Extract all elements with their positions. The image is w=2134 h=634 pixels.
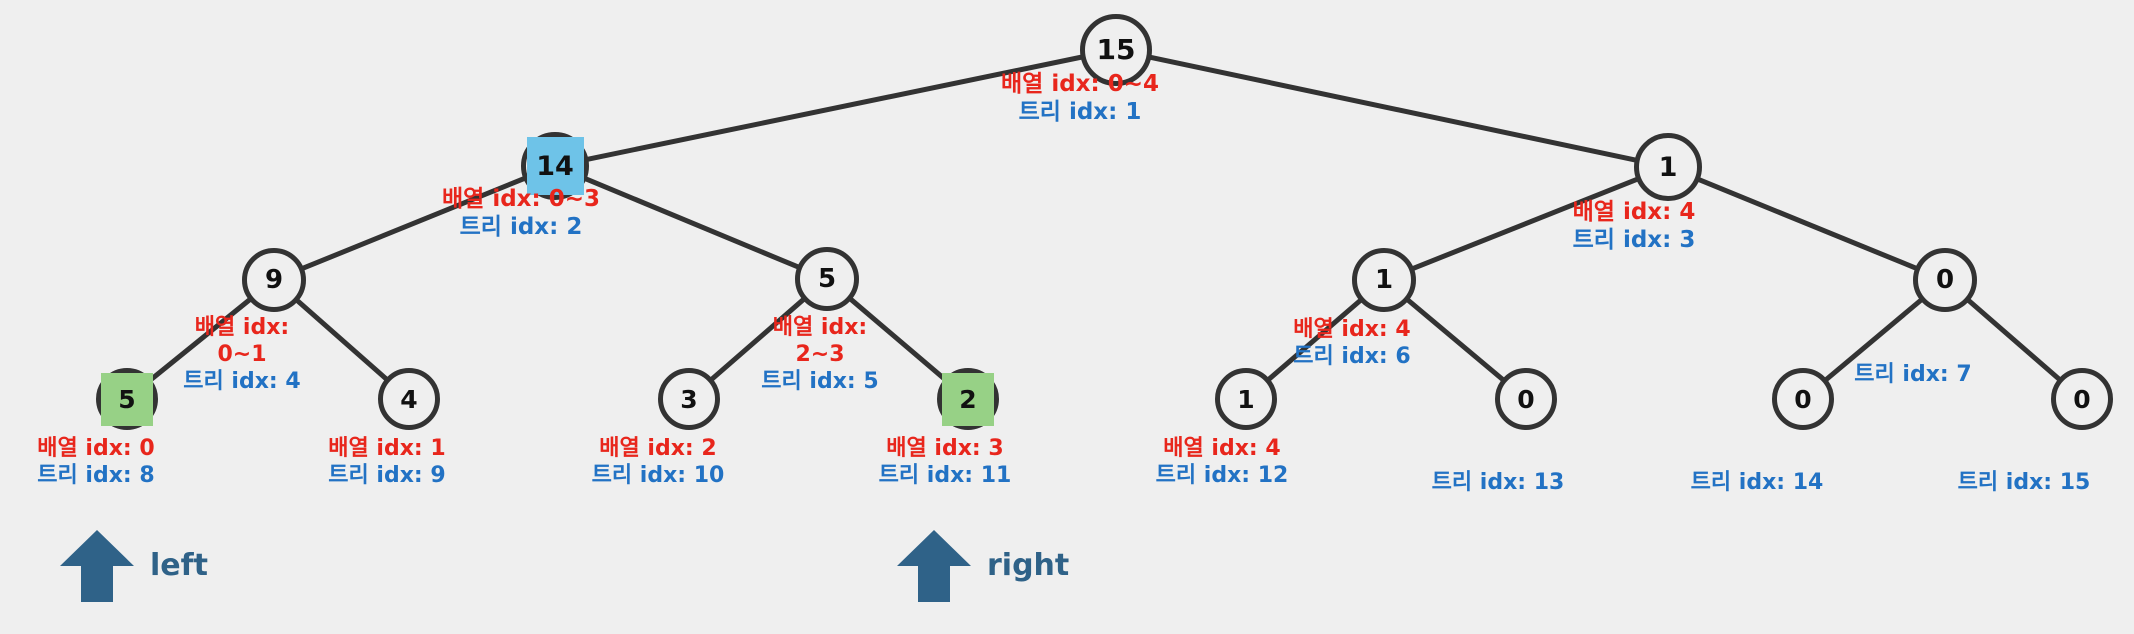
array-index-label: 배열 idx: 0~4 bbox=[1001, 71, 1159, 97]
tree-node-n15[interactable] bbox=[2051, 368, 2113, 430]
tree-index-label: 트리 idx: 12 bbox=[1155, 462, 1289, 488]
tree-index-label: 트리 idx: 3 bbox=[1572, 227, 1696, 254]
tree-index-label: 트리 idx: 10 bbox=[591, 462, 725, 488]
array-index-label: 배열 idx: 4 bbox=[1293, 317, 1411, 342]
tree-node-n10[interactable] bbox=[658, 368, 720, 430]
node-annotation: 트리 idx: 15 bbox=[1909, 470, 2134, 497]
node-value: 1 bbox=[1237, 384, 1255, 414]
node-value: 15 bbox=[1096, 33, 1136, 66]
up-arrow-icon bbox=[897, 530, 971, 602]
array-index-label: 배열 idx: 4 bbox=[1572, 199, 1696, 225]
array-index-label: 배열 idx: 1 bbox=[328, 436, 446, 461]
node-value: 0 bbox=[1935, 265, 1955, 295]
node-value: 9 bbox=[264, 265, 284, 295]
node-highlight-green bbox=[942, 372, 994, 426]
tree-node-n9[interactable] bbox=[378, 368, 440, 430]
tree-index-label: 트리 idx: 14 bbox=[1690, 470, 1824, 495]
array-index-label: 배열 idx: 0 bbox=[37, 436, 155, 461]
node-value: 0 bbox=[1517, 384, 1535, 414]
array-index-label: 배열 idx: 3 bbox=[886, 436, 1004, 461]
node-value: 2 bbox=[959, 384, 977, 414]
right-arrow-label: right bbox=[987, 548, 1070, 583]
node-value: 5 bbox=[817, 264, 837, 294]
array-index-label: 배열 idx: 2~3 bbox=[772, 315, 868, 367]
node-annotation: 트리 idx: 14 bbox=[1642, 470, 1872, 497]
tree-node-n3[interactable] bbox=[1634, 133, 1702, 201]
tree-index-label: 트리 idx: 4 bbox=[183, 368, 301, 394]
tree-node-n1[interactable] bbox=[1080, 14, 1152, 86]
array-index-label: 배열 idx: 0~3 bbox=[442, 186, 600, 212]
tree-index-label: 트리 idx: 13 bbox=[1431, 470, 1565, 495]
node-value: 5 bbox=[118, 384, 136, 414]
array-index-label: 배열 idx: 2 bbox=[599, 436, 717, 461]
node-value: 3 bbox=[680, 384, 698, 414]
tree-node-n4[interactable] bbox=[242, 248, 306, 312]
tree-index-label: 트리 idx: 1 bbox=[1018, 99, 1142, 126]
array-index-label: 배열 idx: 0~1 bbox=[194, 315, 290, 367]
tree-index-label: 트리 idx: 8 bbox=[37, 462, 155, 488]
tree-index-label: 트리 idx: 11 bbox=[878, 462, 1012, 488]
array-index-label: 배열 idx: 4 bbox=[1163, 436, 1281, 461]
up-arrow-icon bbox=[60, 530, 134, 602]
left-arrow-label: left bbox=[150, 548, 209, 583]
tree-index-label: 트리 idx: 9 bbox=[328, 462, 446, 488]
tree-index-label: 트리 idx: 2 bbox=[459, 214, 583, 241]
node-value: 0 bbox=[2073, 384, 2091, 414]
node-highlight-green bbox=[101, 372, 153, 426]
tree-index-label: 트리 idx: 7 bbox=[1854, 362, 1972, 387]
tree-node-n7[interactable] bbox=[1913, 248, 1977, 312]
node-annotation: 트리 idx: 7 bbox=[1783, 362, 2043, 389]
node-value: 1 bbox=[1374, 265, 1394, 295]
node-value: 14 bbox=[536, 150, 574, 182]
tree-node-n12[interactable] bbox=[1215, 368, 1277, 430]
tree-index-label: 트리 idx: 6 bbox=[1293, 343, 1411, 369]
node-annotation: 트리 idx: 13 bbox=[1383, 470, 1613, 497]
node-value: 1 bbox=[1658, 151, 1678, 183]
node-highlight-blue bbox=[526, 137, 584, 195]
left-arrow: left bbox=[58, 528, 208, 604]
right-arrow: right bbox=[895, 528, 1069, 604]
tree-index-label: 트리 idx: 15 bbox=[1957, 470, 2091, 495]
node-value: 4 bbox=[400, 384, 418, 414]
tree-index-label: 트리 idx: 5 bbox=[761, 368, 879, 394]
node-value: 0 bbox=[1794, 384, 1812, 414]
